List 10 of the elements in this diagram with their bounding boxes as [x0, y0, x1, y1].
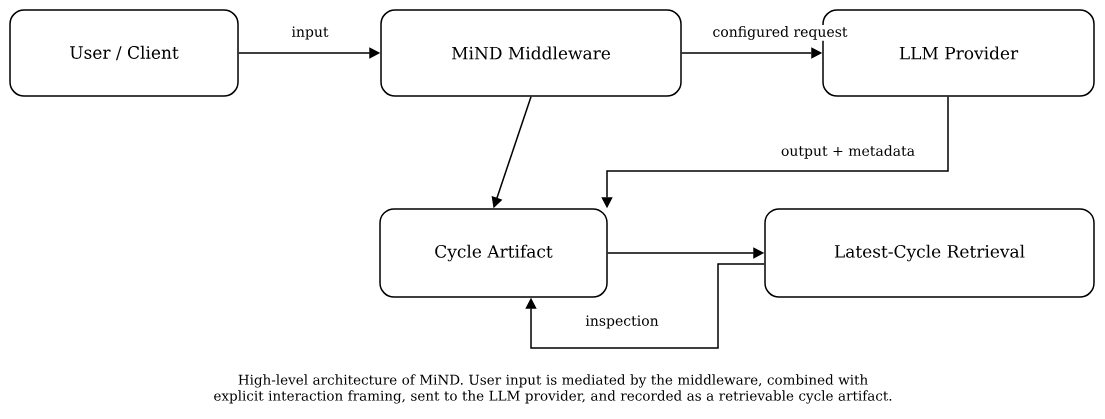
process-box: Latest-Cycle Retrieval [764, 208, 1095, 298]
caption: High-level architecture of MiND. User input is mediated by the middleware, combined with explicit interaction framing, sent to the LLM provider, and recorded as a retrievable cycle artifact. [214, 374, 892, 404]
process-box: Cycle Artifact [379, 208, 608, 298]
process-box: MiND Middleware [380, 9, 682, 97]
process-box: User / Client [9, 9, 239, 97]
edge-label: output + metadata [779, 144, 917, 160]
edge-label: input [290, 25, 330, 41]
edge-label: inspection [584, 314, 660, 330]
arrow [525, 263, 765, 349]
edge-label: configured request [711, 25, 849, 41]
